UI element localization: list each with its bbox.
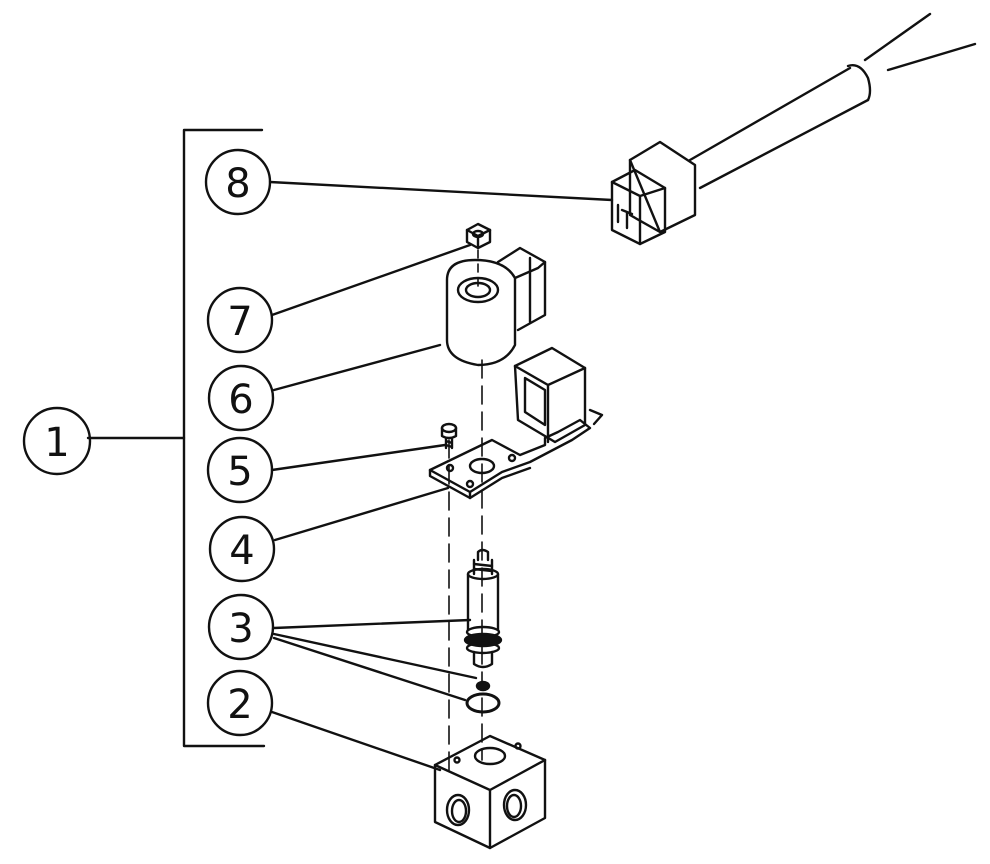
leader-2 xyxy=(270,710,442,772)
leader-6 xyxy=(272,343,442,392)
o-ring-small xyxy=(475,680,491,692)
callout-circle-1 xyxy=(22,406,92,476)
callout-label-2: 2 xyxy=(227,682,252,728)
callout-circle-7 xyxy=(206,286,274,354)
callout-label-1: 1 xyxy=(44,420,69,466)
nut xyxy=(465,222,492,250)
o-ring-large xyxy=(465,692,501,714)
leader-8 xyxy=(268,180,614,202)
callout-label-4: 4 xyxy=(229,528,254,574)
callout-circle-8 xyxy=(204,148,272,216)
leader-3b xyxy=(272,632,478,680)
callout-circle-3 xyxy=(207,593,275,661)
plunger-tube xyxy=(463,548,503,669)
callout-label-5: 5 xyxy=(227,449,252,495)
callout-circle-6 xyxy=(207,364,275,432)
connector-plug xyxy=(610,12,977,246)
solenoid-coil xyxy=(445,246,547,367)
callout-label-3: 3 xyxy=(228,606,253,652)
callout-label-7: 7 xyxy=(227,299,252,345)
leader-7 xyxy=(270,243,472,317)
leader-3a xyxy=(272,618,472,630)
screw xyxy=(440,422,458,450)
callout-circle-5 xyxy=(206,436,274,504)
leader-3c xyxy=(272,636,467,702)
callout-circle-2 xyxy=(206,669,274,737)
callout-circle-4 xyxy=(208,515,276,583)
valve-body xyxy=(433,734,547,850)
callout-label-6: 6 xyxy=(228,377,253,423)
callout-label-8: 8 xyxy=(225,161,250,207)
leader-4 xyxy=(273,486,450,542)
leader-5 xyxy=(270,443,447,472)
mounting-bracket xyxy=(428,346,604,500)
